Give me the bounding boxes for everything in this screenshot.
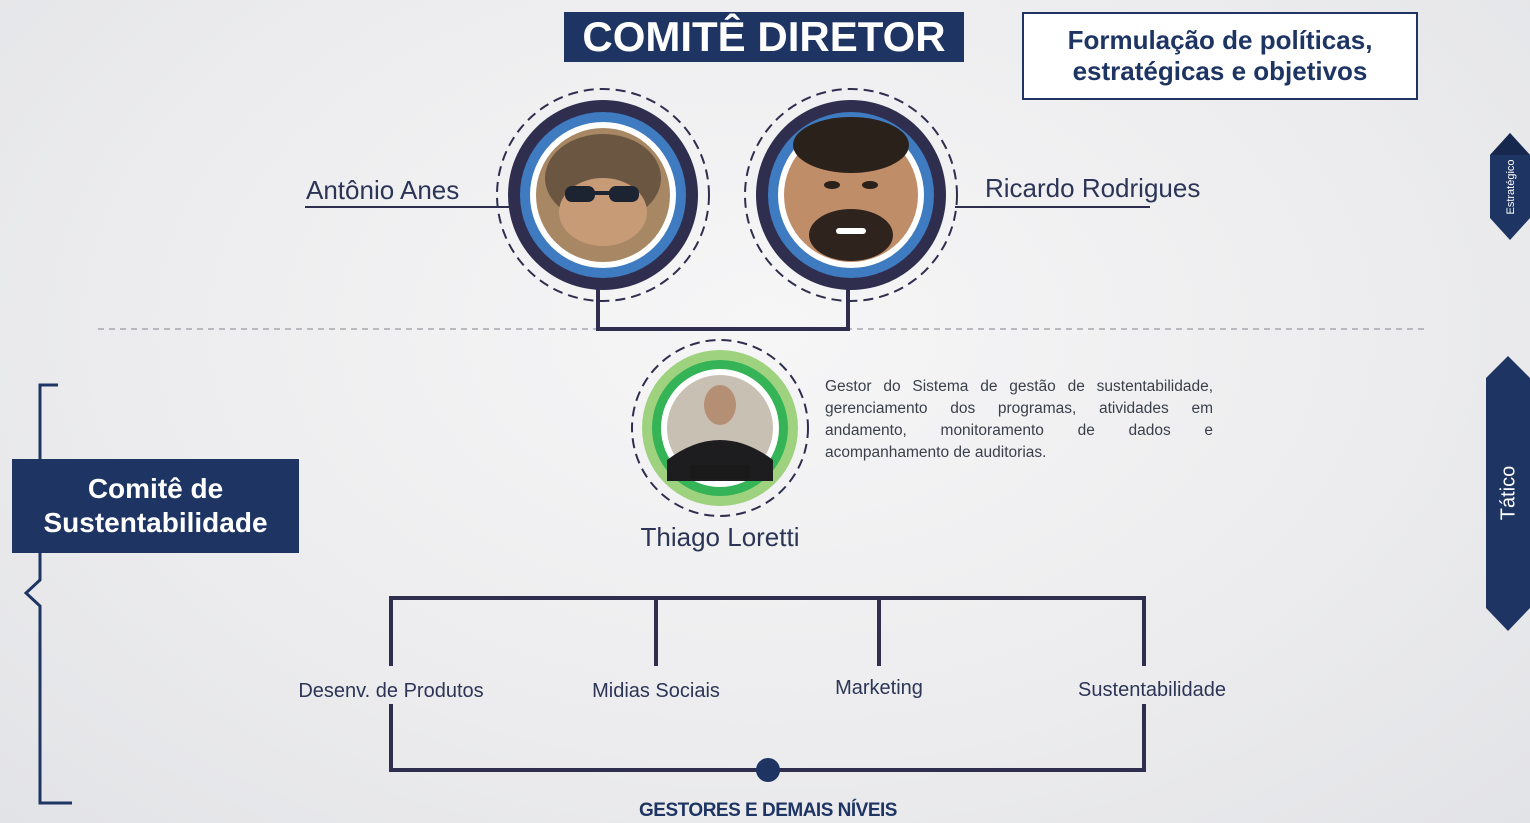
gestores-label: GESTORES E DEMAIS NÍVEIS (639, 800, 897, 821)
policy-line-1: Formulação de políticas, (1067, 25, 1373, 55)
department-label: Marketing (835, 677, 923, 699)
strategic-arrow (1490, 133, 1530, 240)
committee-box: Comitê de Sustentabilidade (12, 459, 299, 553)
committee-line-2: Sustentabilidade (43, 507, 268, 538)
gestores-node (756, 758, 780, 782)
committee-bracket (23, 383, 72, 805)
director-avatar-right (744, 88, 958, 302)
department-branch-top (389, 596, 1146, 666)
manager-avatar (631, 339, 809, 517)
committee-line-1: Comitê de (87, 473, 224, 504)
director-avatar-left (496, 88, 710, 302)
strategic-label: Estratégico (1505, 159, 1517, 215)
page-title: COMITÊ DIRETOR (564, 12, 964, 62)
manager-description: Gestor do Sistema de gestão de sustentab… (825, 378, 1213, 461)
tactical-label: Tático (1497, 465, 1520, 521)
manager-name: Thiago Loretti (640, 522, 800, 552)
policy-box: Formulação de políticas, estratégicas e … (1022, 12, 1418, 100)
directors-connector (596, 282, 850, 331)
tactical-arrow (1486, 356, 1530, 631)
department-label: Midias Sociais (592, 680, 720, 702)
department-label: Desenv. de Produtos (298, 680, 484, 702)
department-label: Sustentabilidade (1078, 679, 1226, 701)
director-name-left: Antônio Anes (306, 175, 460, 205)
policy-line-2: estratégicas e objetivos (1072, 56, 1368, 86)
director-name-right: Ricardo Rodrigues (985, 173, 1201, 203)
